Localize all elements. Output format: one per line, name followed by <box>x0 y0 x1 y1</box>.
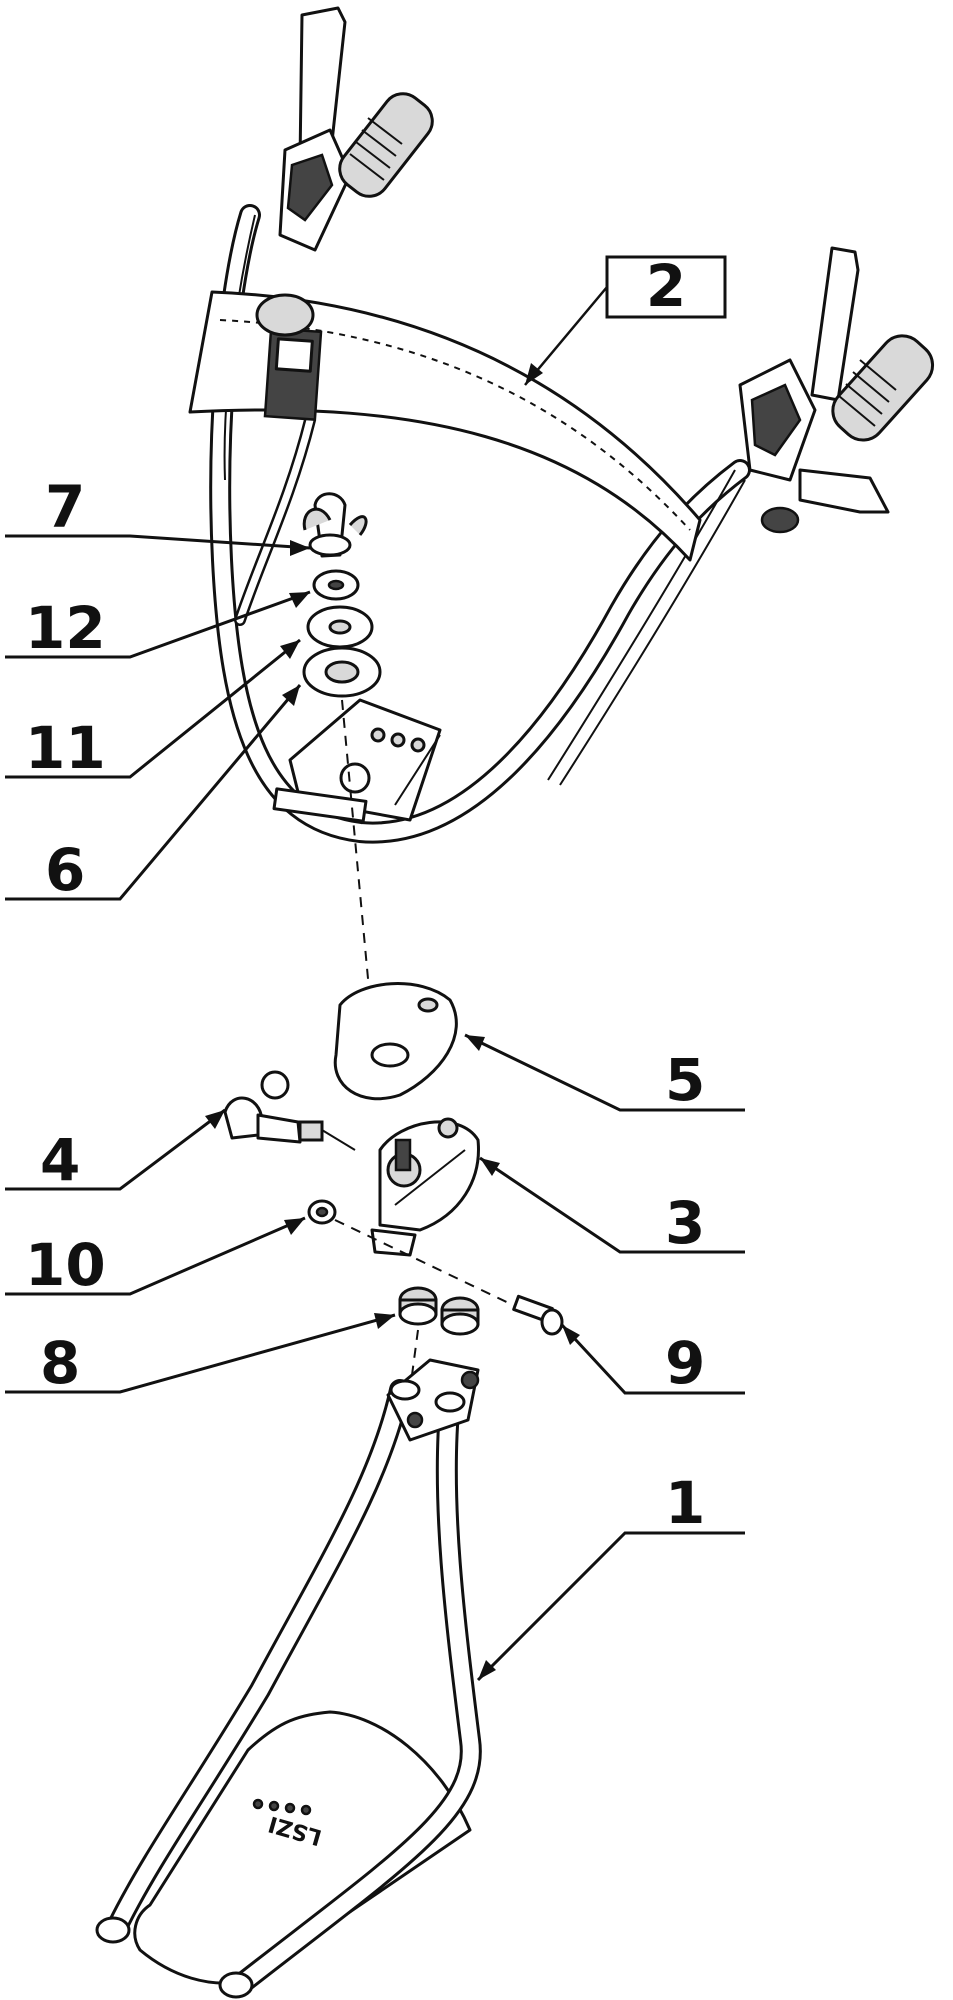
svg-text:12: 12 <box>25 594 106 662</box>
callout-12: 12 <box>5 590 311 662</box>
cap-axis-line <box>411 1329 419 1376</box>
callout-2: 2 <box>524 252 727 386</box>
svg-text:7: 7 <box>45 473 85 541</box>
callout-11: 11 <box>5 638 301 782</box>
svg-text:4: 4 <box>40 1126 80 1194</box>
callout-10: 10 <box>5 1216 306 1299</box>
handlebar-assembly <box>188 6 935 844</box>
callout-7: 7 <box>5 473 311 556</box>
plate-part-5 <box>333 982 458 1101</box>
callout-3: 3 <box>479 1156 745 1257</box>
wing-bolt-part-4 <box>223 1070 356 1151</box>
callout-9: 9 <box>560 1323 745 1397</box>
callout-4: 4 <box>5 1108 226 1194</box>
svg-text:6: 6 <box>45 836 85 904</box>
svg-text:10: 10 <box>25 1231 106 1299</box>
callout-8: 8 <box>5 1313 396 1397</box>
svg-text:5: 5 <box>665 1046 705 1114</box>
callout-5: 5 <box>464 1033 745 1114</box>
svg-text:1: 1 <box>665 1469 705 1537</box>
caps-part-8 <box>398 1286 480 1336</box>
assembly-axis-line <box>341 699 371 1001</box>
bolt-axis-line <box>334 1219 541 1319</box>
callout-6: 6 <box>5 684 302 904</box>
svg-text:2: 2 <box>646 252 686 320</box>
bolt-part-9 <box>512 1294 564 1336</box>
svg-text:9: 9 <box>665 1329 705 1397</box>
bracket-part-3 <box>370 1117 480 1257</box>
callout-1: 1 <box>476 1469 745 1682</box>
svg-text:3: 3 <box>665 1189 705 1257</box>
lower-frame-part-1: LSZI <box>95 1358 482 1999</box>
svg-text:8: 8 <box>40 1329 80 1397</box>
svg-text:11: 11 <box>25 714 106 782</box>
nut-part-10 <box>307 1199 337 1225</box>
